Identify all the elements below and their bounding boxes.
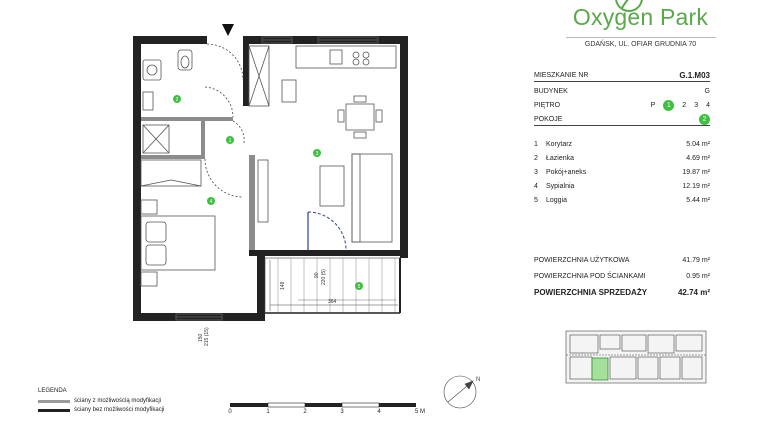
legend-item-modifiable: ściany z możliwością modyfikacji xyxy=(38,398,164,404)
scale-bar-graphic xyxy=(230,402,416,408)
room-area: 19.87 m² xyxy=(682,169,710,176)
dining-table xyxy=(337,95,383,139)
legend: LEGENDA ściany z możliwością modyfikacji… xyxy=(38,388,164,413)
rooms-value: 2 xyxy=(699,114,710,125)
brand-address: GDAŃSK, UL. OFIAR GRUDNIA 70 xyxy=(565,37,716,48)
brand-header: Oxygen Park GDAŃSK, UL. OFIAR GRUDNIA 70 xyxy=(548,4,733,48)
usable-area-value: 41.79 m² xyxy=(682,257,710,264)
key-plan-highlight xyxy=(591,357,609,381)
legend-title: LEGENDA xyxy=(38,388,67,394)
windows xyxy=(175,36,379,321)
room-marker-3: 3 xyxy=(316,151,319,157)
room-name: Łazienka xyxy=(546,155,575,162)
floor-option: P xyxy=(650,101,656,109)
floor-label: PIĘTRO xyxy=(534,101,561,109)
building-label: BUDYNEK xyxy=(534,87,568,95)
rooms-count-row: POKOJE 2 xyxy=(534,114,710,126)
dimension-215: 215 (15) xyxy=(204,327,210,346)
room-name: Loggia xyxy=(546,197,568,204)
dimension-90: 90 xyxy=(314,272,320,278)
scale-tick: 0 xyxy=(228,409,232,415)
floor-option-selected: 1 xyxy=(663,99,675,111)
legend-swatch-fixed xyxy=(38,408,70,412)
scale-tick: 5 M xyxy=(415,409,426,415)
sale-area-value: 42.74 m² xyxy=(677,288,710,297)
bed xyxy=(140,199,216,287)
dimension-150: 150 xyxy=(198,333,204,342)
usable-area-row: POWIERZCHNIA UŻYTKOWA 41.79 m² xyxy=(534,257,710,264)
leaf-logo-icon xyxy=(615,0,643,12)
room-markers xyxy=(173,95,363,290)
rooms-label: POKOJE xyxy=(534,116,563,123)
room-name: Pokój+aneks xyxy=(546,169,587,176)
floor-row: PIĘTRO P 1 2 3 4 xyxy=(534,99,710,111)
key-plan xyxy=(565,330,707,384)
partition-walls xyxy=(141,117,255,250)
loggia xyxy=(264,257,401,314)
room-area: 5.44 m² xyxy=(686,197,710,204)
bearing-walls xyxy=(133,36,408,321)
room-marker-2: 2 xyxy=(176,97,179,103)
room-marker-4: 4 xyxy=(210,199,213,205)
room-row: 5 Loggia 5.44 m² xyxy=(534,197,710,204)
room-name: Sypialnia xyxy=(546,183,575,190)
room-marker-5: 5 xyxy=(358,284,361,290)
building-row: BUDYNEK G xyxy=(534,85,710,97)
room-number: 4 xyxy=(534,183,538,190)
room-row: 4 Sypialnia 12.19 m² xyxy=(534,183,710,190)
bathroom-fixtures xyxy=(142,49,193,154)
usable-area-label: POWIERZCHNIA UŻYTKOWA xyxy=(534,257,630,264)
scale-tick: 1 xyxy=(266,409,270,415)
building-value: G xyxy=(704,87,710,95)
legend-label: ściany z możliwością modyfikacji xyxy=(74,398,162,404)
door-swings xyxy=(204,43,245,198)
sale-area-label: POWIERZCHNIA SPRZEDAŻY xyxy=(534,288,648,297)
floor-selector: P 1 2 3 4 xyxy=(650,99,710,111)
room-name: Korytarz xyxy=(546,141,573,148)
room-marker-1: 1 xyxy=(229,138,232,144)
room-number: 3 xyxy=(534,169,538,176)
wardrobe xyxy=(140,159,202,187)
north-arrow-icon: N xyxy=(443,375,480,409)
entrance-arrow-icon xyxy=(222,24,234,36)
legend-label: ściany bez możliwości modyfikacji xyxy=(74,407,165,413)
room-row: 3 Pokój+aneks 19.87 m² xyxy=(534,169,710,176)
under-walls-row: POWIERZCHNIA POD ŚCIANKAMI 0.95 m² xyxy=(534,273,710,280)
floor-option: 3 xyxy=(694,101,699,109)
room-area: 5.04 m² xyxy=(686,141,710,148)
room-area: 12.19 m² xyxy=(682,183,710,190)
dimension-148: 148 xyxy=(280,281,286,290)
scale-tick: 3 xyxy=(340,409,344,415)
room-number: 5 xyxy=(534,197,538,204)
brand-name: Oxygen Park xyxy=(572,4,709,30)
room-area: 4.69 m² xyxy=(686,155,710,162)
scale-bar: 0 1 2 3 4 5 M xyxy=(228,402,430,422)
apartment-value: G.1.M03 xyxy=(679,71,710,80)
loggia-door-swing xyxy=(307,211,347,251)
apartment-row: MIESZKANIE NR G.1.M03 xyxy=(534,70,710,82)
floor-option: 2 xyxy=(682,101,687,109)
apartment-label: MIESZKANIE NR xyxy=(534,72,589,79)
scale-tick: 4 xyxy=(377,409,381,415)
svg-text:N: N xyxy=(476,377,480,383)
room-number: 1 xyxy=(534,141,538,148)
room-number: 2 xyxy=(534,155,538,162)
sofa xyxy=(257,153,393,243)
room-row: 2 Łazienka 4.69 m² xyxy=(534,155,710,162)
legend-swatch-modifiable xyxy=(38,399,70,403)
kitchen xyxy=(248,45,397,107)
sale-area-row: POWIERZCHNIA SPRZEDAŻY 42.74 m² xyxy=(534,288,710,297)
room-row: 1 Korytarz 5.04 m² xyxy=(534,141,710,148)
legend-item-fixed: ściany bez możliwości modyfikacji xyxy=(38,407,164,413)
dimension-220: 220 (5) xyxy=(321,269,327,285)
scale-tick: 2 xyxy=(303,409,307,415)
dimension-364: 364 xyxy=(328,299,337,305)
floor-option: 4 xyxy=(706,101,710,109)
under-walls-value: 0.95 m² xyxy=(686,273,710,280)
under-walls-label: POWIERZCHNIA POD ŚCIANKAMI xyxy=(534,273,646,280)
